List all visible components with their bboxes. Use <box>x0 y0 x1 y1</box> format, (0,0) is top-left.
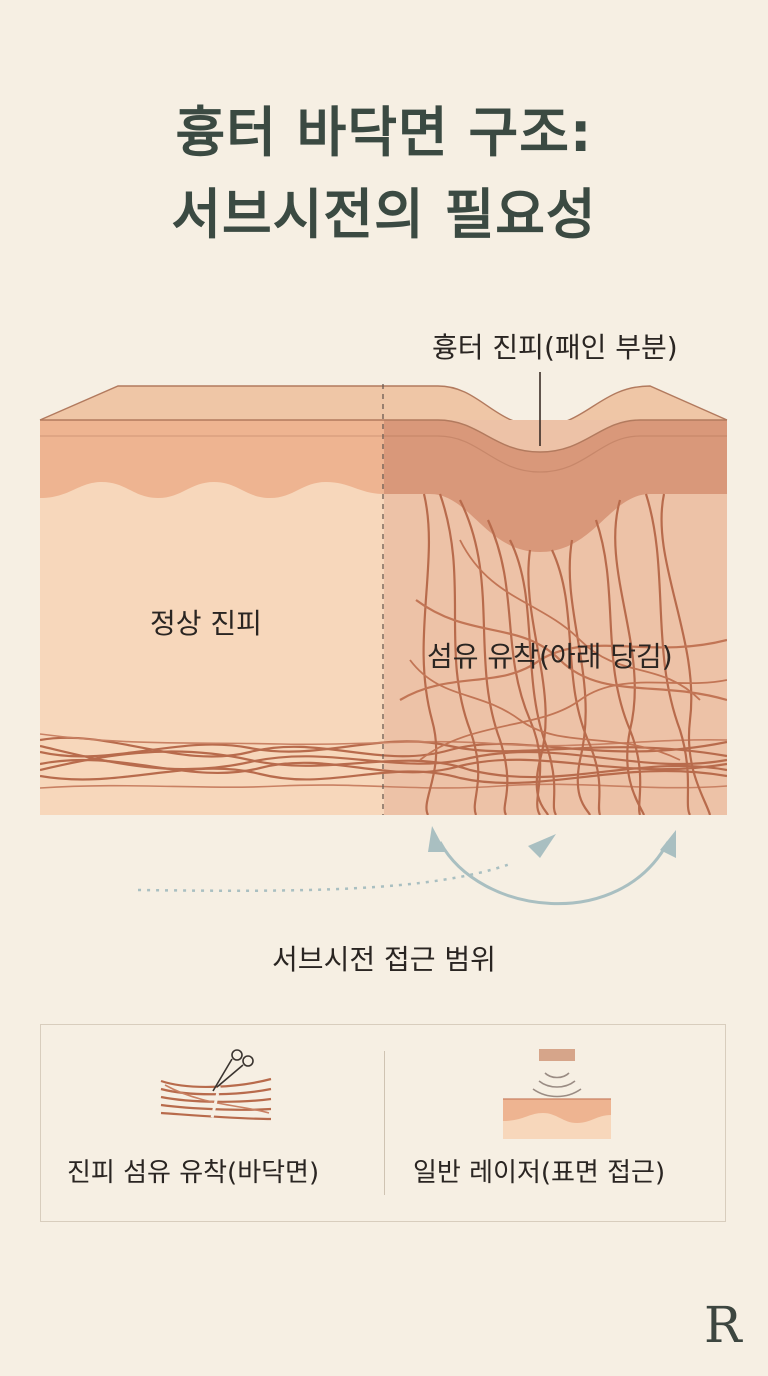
scissors-fiber-icon <box>160 1049 272 1132</box>
scar-depression <box>384 420 727 552</box>
title-line-1: 흉터 바닥면 구조: <box>175 101 593 164</box>
panel-divider <box>384 1051 385 1195</box>
page-title: 흉터 바닥면 구조: 서브시전의 필요성 <box>0 92 768 256</box>
scar-dermis-label: 흉터 진피(패인 부분) <box>432 331 678 364</box>
laser-caption: 일반 레이저(표면 접근) <box>413 1158 666 1188</box>
comparison-icons <box>160 1049 611 1139</box>
subcision-arrows <box>137 826 676 906</box>
title-line-2: 서브시전의 필요성 <box>171 183 597 246</box>
epidermis-layer <box>40 420 384 498</box>
subcision-range-label: 서브시전 접근 범위 <box>272 943 496 976</box>
laser-surface-icon <box>503 1049 611 1139</box>
fiber-adhesion-label: 섬유 유착(아래 당김) <box>427 640 673 673</box>
normal-dermis-label: 정상 진피 <box>150 607 262 640</box>
fiber-adhesion-caption: 진피 섬유 유착(바닥면) <box>67 1158 320 1188</box>
horizontal-fiber-bundle <box>40 733 727 789</box>
brand-logo: R <box>704 1296 742 1354</box>
comparison-panel: 진피 섬유 유착(바닥면) 일반 레이저(표면 접근) <box>40 1024 726 1222</box>
adhesion-fibers <box>399 493 727 815</box>
